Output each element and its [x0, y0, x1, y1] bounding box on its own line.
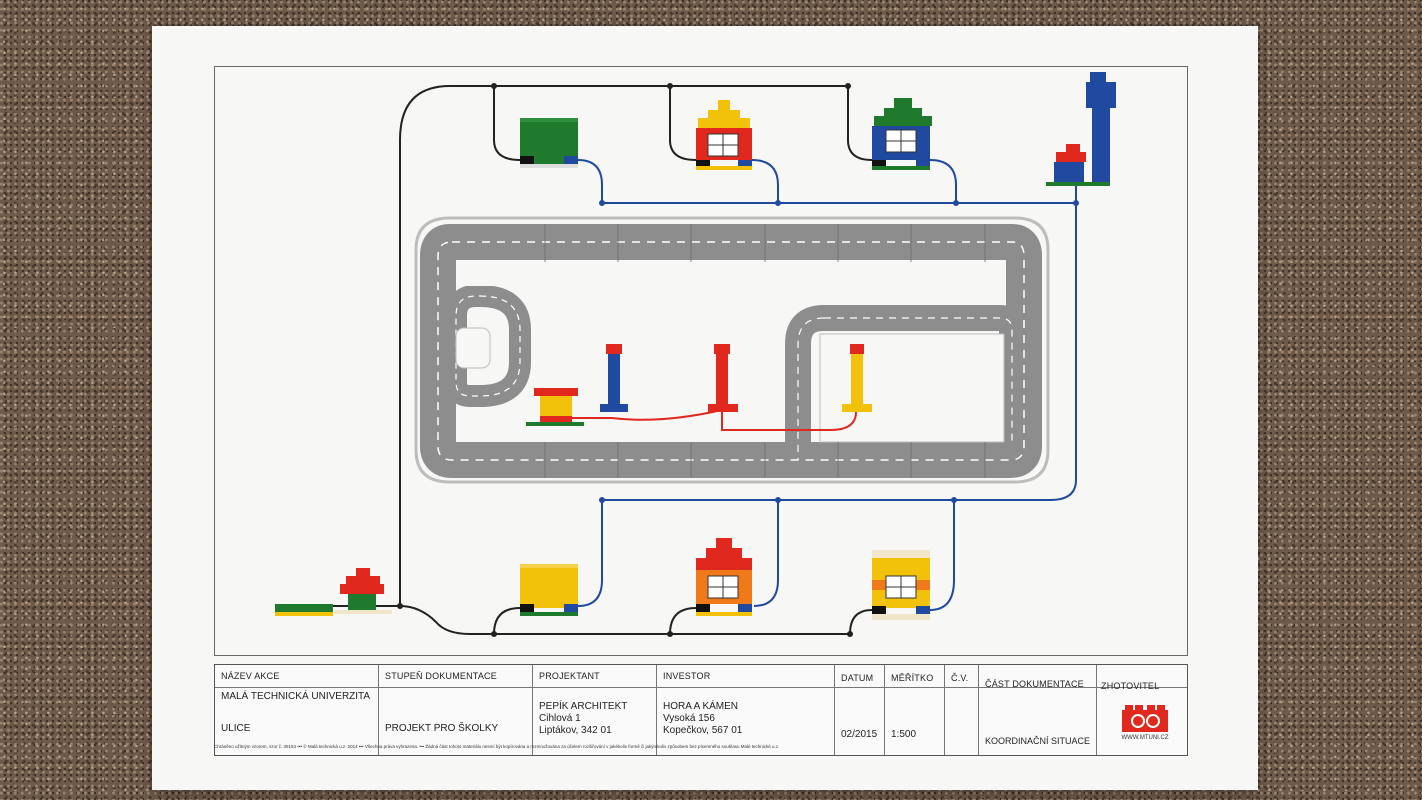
title-block-header-rule [215, 687, 1187, 688]
value-meritko: 1:500 [891, 729, 917, 740]
value-projektant-name: PEPÍK ARCHITEKT [539, 701, 628, 712]
value-cast: KOORDINAČNÍ SITUACE [985, 736, 1091, 746]
header-projektant: PROJEKTANT [539, 671, 600, 681]
red-yellow-house [696, 100, 752, 170]
value-akce-line1: MALÁ TECHNICKÁ UNIVERZITA [221, 691, 371, 702]
title-block: NÁZEV AKCE STUPEŇ DOKUMENTACE PROJEKTANT… [214, 664, 1188, 756]
green-platform [275, 604, 333, 616]
blue-pylon [600, 344, 628, 412]
power-cable-network [275, 85, 873, 635]
cell-cast [979, 665, 1097, 755]
mtuni-logo [1122, 705, 1168, 732]
legal-footer-note: Chráněno užitným vzorem, vzor č. 39153 •… [214, 744, 780, 749]
small-red-house [334, 568, 392, 614]
header-datum: DATUM [841, 673, 874, 683]
header-stupen: STUPEŇ DOKUMENTACE [385, 671, 497, 681]
value-stupen: PROJEKT PRO ŠKOLKY [385, 723, 499, 734]
cell-nazev-akce [215, 665, 379, 755]
header-cast: ČÁST DOKUMENTACE [985, 679, 1084, 689]
value-investor-city: Kopečkov, 567 01 [663, 725, 743, 736]
value-investor-street: Vysoká 156 [663, 713, 715, 724]
orange-red-house [696, 538, 752, 616]
power-junctions [397, 83, 853, 637]
header-investor: INVESTOR [663, 671, 711, 681]
logo-caption: WWW.MTUNI.CZ [1121, 735, 1169, 741]
value-projektant-city: Liptákov, 342 01 [539, 725, 612, 736]
header-meritko: MĚŘÍTKO [891, 673, 934, 683]
value-akce-line2: ULICE [221, 723, 251, 734]
road-center-dashes [437, 241, 1025, 461]
water-tower [1046, 72, 1116, 186]
road-branch-dashes [455, 295, 521, 397]
value-datum: 02/2015 [841, 729, 878, 740]
yellow-red-transformer [526, 388, 584, 426]
blue-green-house [872, 98, 932, 170]
road-inner-field-left [456, 262, 1004, 286]
road-right-dashes [797, 317, 1013, 460]
water-junctions [599, 200, 1079, 503]
road-outer-edge [414, 216, 1050, 484]
water-cable-network [577, 159, 1077, 611]
header-cv: Č.V. [951, 673, 969, 683]
road-track [414, 216, 1050, 484]
cell-cv [945, 665, 979, 755]
cell-investor [657, 665, 835, 755]
header-nazev-akce: NÁZEV AKCE [221, 671, 280, 681]
header-zhotovitel: ZHOTOVITEL [1101, 681, 1160, 691]
red-cable [572, 409, 857, 431]
green-flat-building [520, 118, 578, 168]
road-tile-seams [544, 224, 986, 478]
cell-datum [835, 665, 885, 755]
value-investor-name: HORA A KÁMEN [663, 701, 739, 712]
drawing-frame [214, 66, 1188, 656]
value-projektant-street: Cihlová 1 [539, 713, 581, 724]
red-pylon [708, 344, 738, 412]
yellow-flat-building [520, 564, 578, 616]
road-island [455, 327, 491, 369]
yellow-orange-building [872, 550, 930, 620]
cell-meritko [885, 665, 945, 755]
yellow-pylon [842, 344, 872, 412]
cell-stupen [379, 665, 533, 755]
cell-projektant [533, 665, 657, 755]
